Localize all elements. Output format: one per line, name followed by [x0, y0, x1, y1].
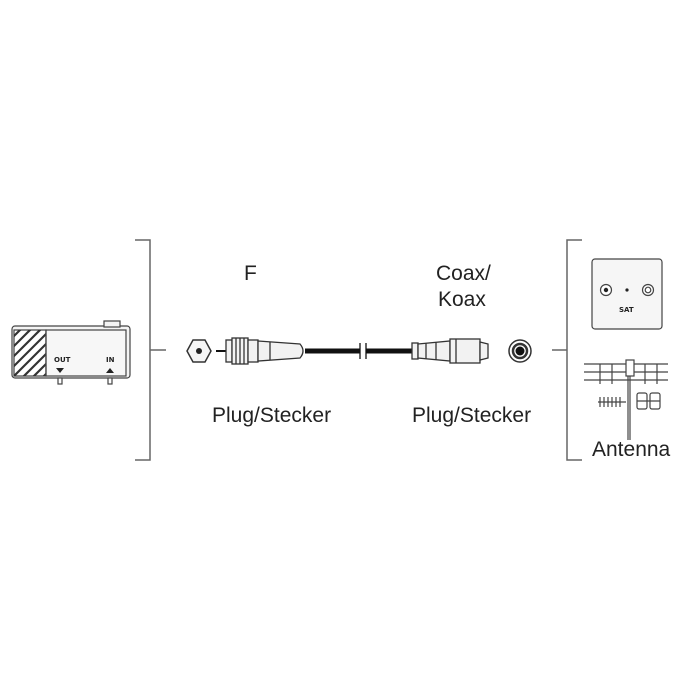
antenna-icon — [584, 359, 668, 440]
coax-plug-icon — [411, 338, 489, 364]
coax-label-line1: Coax/ — [436, 262, 491, 285]
sat-label: SAT — [619, 306, 634, 314]
antenna-label: Antenna — [592, 438, 671, 461]
in-port-label: IN — [106, 356, 115, 364]
left-bracket — [135, 239, 166, 461]
plug-label-right: Plug/Stecker — [412, 404, 532, 427]
right-bracket — [552, 239, 582, 461]
f-connector-nut-icon — [186, 339, 212, 363]
coax-label-line2: Koax — [438, 288, 486, 311]
sat-wall-outlet-icon — [591, 258, 663, 330]
f-plug-icon — [216, 337, 304, 365]
coax-socket-icon — [508, 339, 532, 363]
plug-label-left: Plug/Stecker — [212, 404, 332, 427]
out-port-label: OUT — [54, 356, 71, 364]
f-connector-label: F — [244, 262, 257, 285]
receiver-device-icon — [11, 320, 131, 385]
cable-break-marks — [359, 343, 367, 359]
